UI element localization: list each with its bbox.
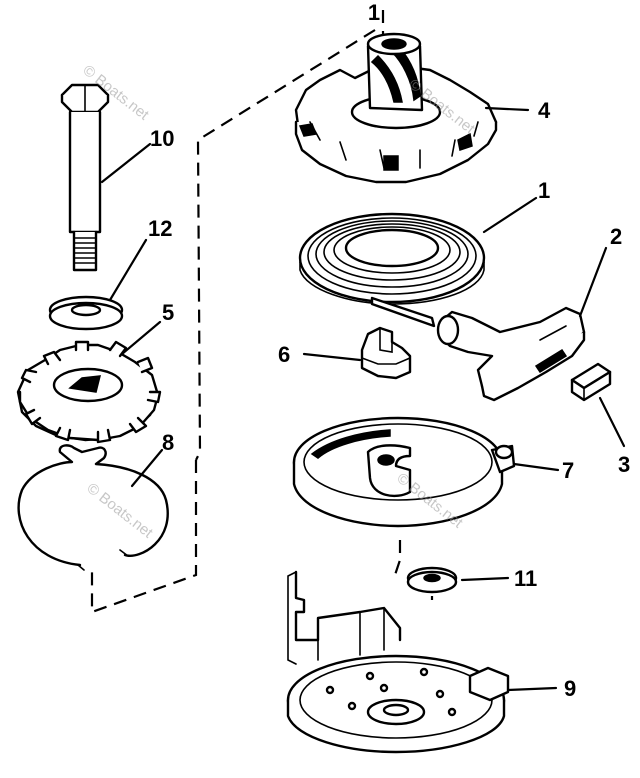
callout-12: 12	[148, 216, 172, 241]
gear-teeth	[20, 340, 162, 444]
callout-labels: 1 4 1 2 3 7 6 11 9 10 12 5 8	[148, 0, 630, 701]
pinion-helical-grooves	[370, 47, 421, 103]
callout-4: 4	[538, 98, 551, 123]
bolt-part-10	[60, 83, 110, 272]
handle-insert-part-3	[570, 362, 612, 402]
callout-1: 1	[538, 178, 550, 203]
washer-part-11	[406, 566, 458, 594]
washer-part-12	[48, 295, 124, 331]
callout-2: 2	[610, 224, 622, 249]
callout-1-top: 1	[368, 0, 380, 25]
callout-11: 11	[514, 566, 537, 591]
callout-9: 9	[564, 676, 576, 701]
spring-clip-part-8	[17, 444, 169, 571]
callout-10: 10	[150, 126, 174, 151]
bolt-thread-lines	[73, 237, 97, 264]
callout-8: 8	[162, 430, 174, 455]
callout-leader-lines	[100, 106, 626, 692]
pinion-drive-gear-part-4	[294, 32, 498, 184]
rewind-spring-part-1	[298, 212, 486, 328]
callout-5: 5	[162, 300, 174, 325]
callout-6: 6	[278, 342, 290, 367]
callout-7: 7	[562, 458, 574, 483]
pinion-gear-notches	[298, 121, 479, 171]
starter-housing-part-9	[286, 570, 510, 754]
ratchet-gear-part-5	[16, 340, 162, 444]
starter-rope	[370, 296, 436, 328]
starter-handle-part-2	[436, 306, 586, 402]
rope-pulley-part-7	[292, 416, 516, 528]
callout-3: 3	[618, 452, 630, 477]
housing-holes	[325, 667, 457, 717]
pawl-part-6	[360, 326, 412, 380]
